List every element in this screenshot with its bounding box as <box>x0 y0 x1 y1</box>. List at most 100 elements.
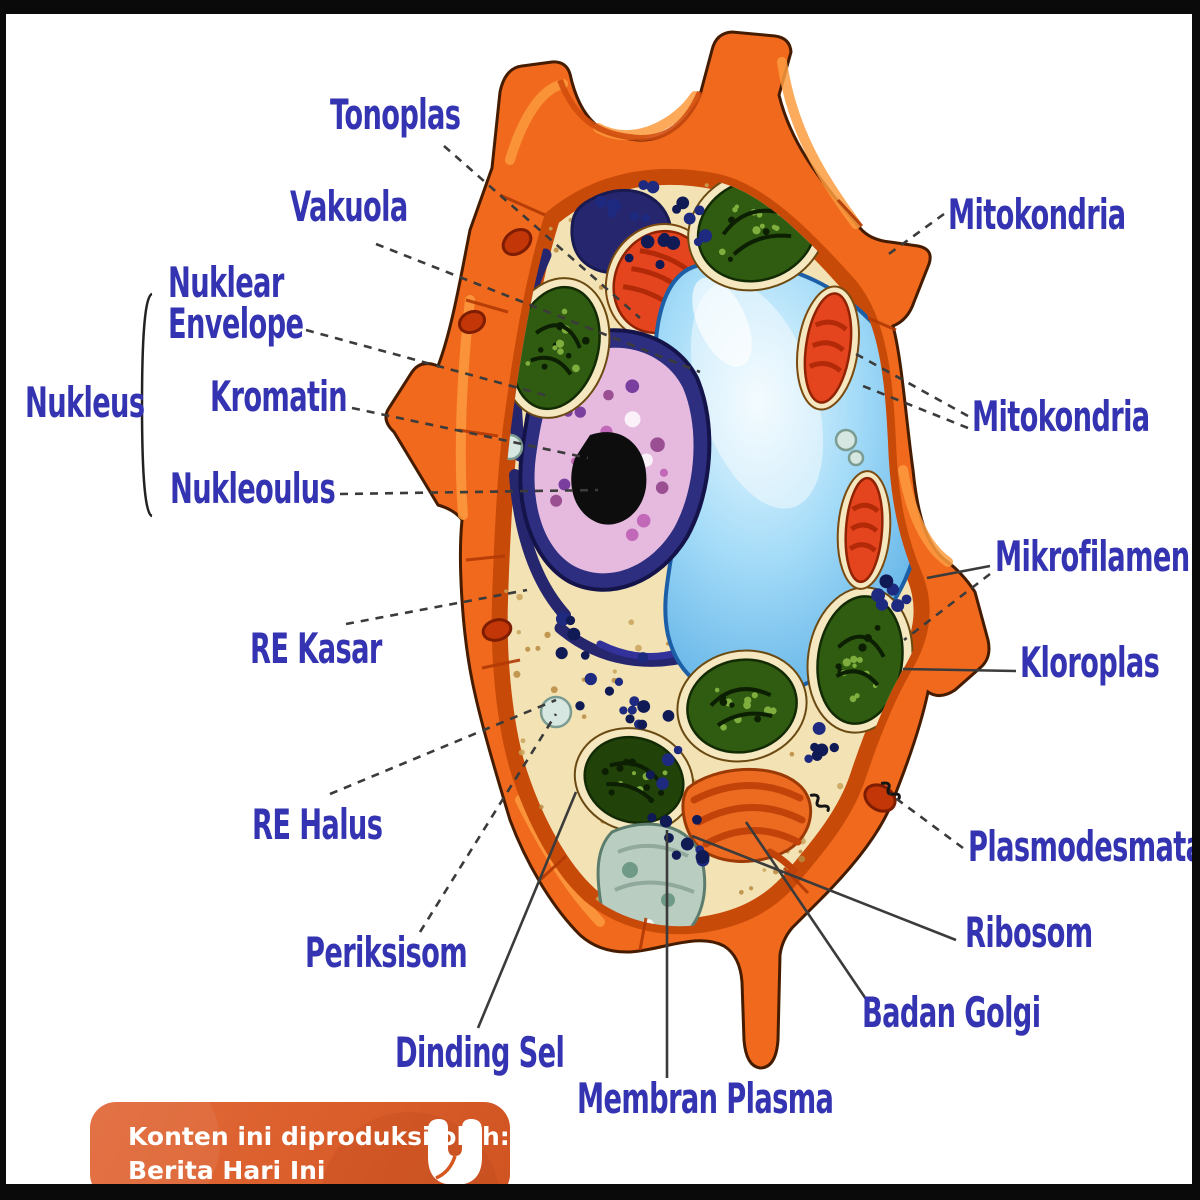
speckle <box>876 856 881 862</box>
speckle <box>881 165 888 172</box>
top-arm-shade <box>557 78 703 142</box>
speckle <box>516 630 522 635</box>
ribosome-dot <box>804 754 813 763</box>
banner-text: Konten ini diproduksi oleh: Berita Hari … <box>128 1120 510 1188</box>
speckle <box>857 191 865 198</box>
ribosome-dot <box>811 750 823 761</box>
speckle <box>513 670 521 678</box>
speckle <box>909 315 916 322</box>
ribosome-dot <box>695 849 710 864</box>
ribosome-dot <box>671 850 682 860</box>
leader-re-kasar <box>345 588 528 626</box>
leader-mikrofilamen-b <box>903 572 991 642</box>
ribosome-dot <box>655 259 665 270</box>
ribosome-dot <box>624 253 634 263</box>
ribosome-dot <box>656 777 669 790</box>
speckle <box>581 714 587 719</box>
ribosome-dot <box>595 195 607 208</box>
speckle <box>525 646 531 652</box>
speckle <box>842 176 850 180</box>
frame-border-left <box>0 0 6 1200</box>
ribosome-dot <box>680 837 694 851</box>
leader-nukleoulus <box>339 488 599 496</box>
ribosome-dot <box>673 745 683 755</box>
ribosome-dot <box>565 615 576 626</box>
ribosome-dot <box>637 700 651 713</box>
ribosome-dot <box>629 696 640 707</box>
ribosome-dot <box>647 812 657 823</box>
chromatin-dot <box>650 437 665 453</box>
ribosome-dot <box>879 574 894 589</box>
speckle <box>518 749 525 756</box>
speckle <box>499 866 503 872</box>
ribosome-dot <box>661 753 675 767</box>
chromatin-dot <box>625 379 640 394</box>
ribosome-dot <box>692 814 702 825</box>
leader-nuklear-envelope <box>305 328 549 398</box>
ribosome-dot <box>637 719 648 730</box>
speckle <box>748 886 754 891</box>
banner-swirl <box>90 1102 220 1200</box>
speckle <box>516 593 523 601</box>
speckle <box>628 619 635 626</box>
ribosome-dot <box>627 705 637 715</box>
ribosome-dot <box>580 651 590 660</box>
ribosome-dot <box>640 234 655 249</box>
speckle <box>833 908 838 913</box>
speckle <box>798 855 806 863</box>
ribosome-dot <box>637 652 649 664</box>
speckle <box>539 804 544 810</box>
leader-re-halus <box>329 698 557 796</box>
leader-badan-golgi <box>744 821 870 1003</box>
ribosome-dot <box>607 198 621 213</box>
ribosome-dot <box>694 205 705 216</box>
ribosome-dot <box>672 204 682 214</box>
ribosome-dot <box>891 599 905 613</box>
speckle <box>874 199 880 205</box>
organelles <box>501 176 914 833</box>
ribosome-dot <box>604 686 615 696</box>
ribosome-dot <box>657 234 671 247</box>
speckle <box>704 183 709 188</box>
ribosome-dots <box>555 180 912 867</box>
chromatin-glint <box>624 411 641 428</box>
chromatin-dot <box>625 528 639 542</box>
speckle <box>894 176 902 183</box>
speckle <box>894 201 899 206</box>
chloroplast <box>676 649 808 763</box>
leader-kloroplas <box>902 667 1017 673</box>
leader-mitokondria-2b <box>857 382 969 430</box>
ribosome-dot <box>614 677 624 686</box>
chromatin-dot <box>550 494 563 507</box>
ribosome-dot <box>625 714 635 724</box>
speckle <box>504 589 508 593</box>
frame-border-top <box>0 0 1200 14</box>
speckle <box>520 738 526 744</box>
chromatin-dot <box>659 468 668 477</box>
leader-vakuola <box>375 242 701 374</box>
speckle <box>762 868 767 872</box>
nukleus-brace <box>140 292 153 518</box>
mitochondrion <box>836 470 892 590</box>
ribosome-dot <box>829 742 839 753</box>
mitochondrion <box>796 285 860 411</box>
golgi-apparatus <box>681 767 813 880</box>
speckle <box>886 826 894 834</box>
ribosome-dot <box>584 672 597 686</box>
chromatin-dot <box>574 406 586 418</box>
kumparan-u-logo <box>428 1119 482 1185</box>
ribosome-dot <box>641 213 650 222</box>
frame-border-right <box>1192 0 1200 1200</box>
leader-tonoplas <box>443 145 641 319</box>
ribosome-dot <box>875 598 889 611</box>
speckle <box>789 751 795 757</box>
chloroplast <box>806 586 914 734</box>
banner-line2: Berita Hari Ini <box>128 1155 326 1185</box>
chromatin-dot <box>636 513 651 528</box>
leader-mitokondria-2a <box>855 352 969 418</box>
ribosome-dot <box>659 815 673 828</box>
speckle <box>893 213 898 219</box>
leader-mikrofilamen-a <box>926 564 991 580</box>
leader-dinding-sel <box>476 791 578 1029</box>
